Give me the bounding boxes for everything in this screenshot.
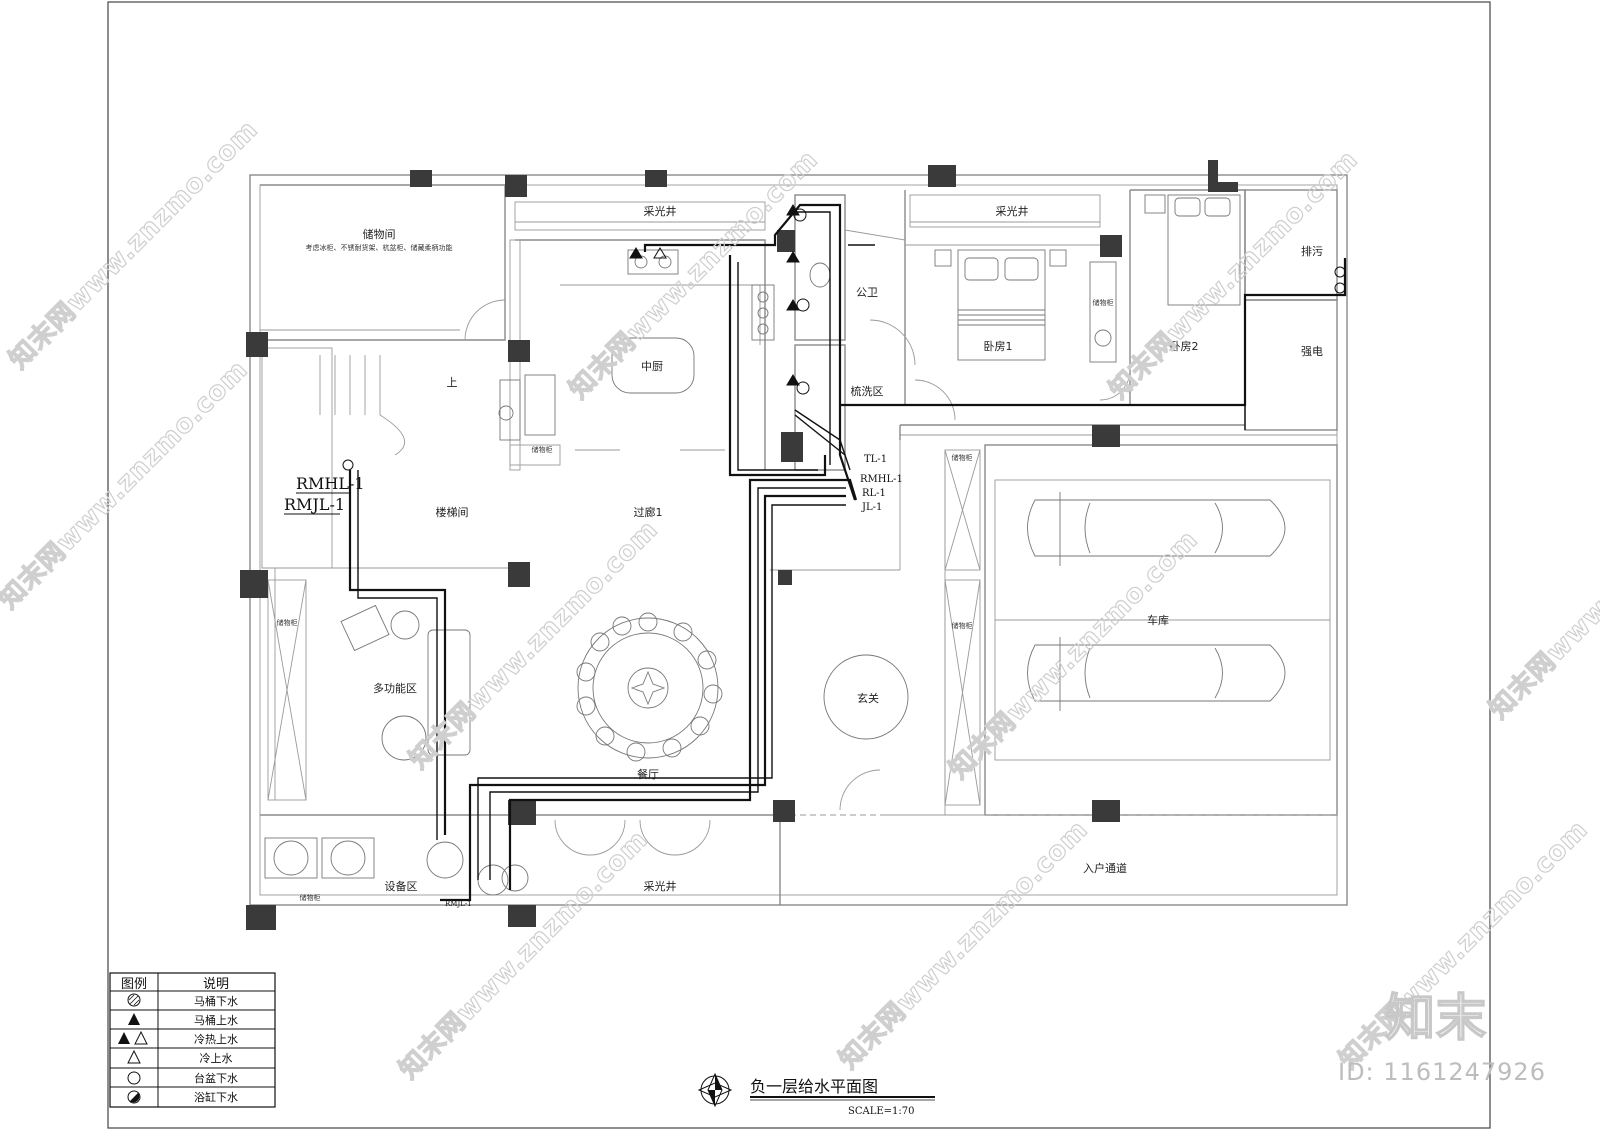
legend-desc-1: 马桶下水 [194, 994, 238, 1008]
room-electric: 强电 [1301, 345, 1323, 358]
room-drain: 排污 [1301, 244, 1323, 258]
open-circle-icon [127, 1071, 141, 1085]
tag-jl: JL-1 [861, 502, 882, 513]
legend-col2-header: 说明 [203, 977, 229, 992]
room-stairs: 楼梯间 [436, 505, 469, 519]
label-cabinet-2: 储物柜 [1093, 298, 1114, 307]
open-triangle-icon [127, 1049, 141, 1064]
tag-rmhl2: RMHL-1 [860, 474, 903, 485]
watermark-text-4: 知末网www.znzmo.com [0, 355, 254, 615]
tag-rmjl: RMJL-1 [284, 495, 345, 514]
watermark-text-8: 知末网www.znzmo.com [394, 825, 654, 1085]
watermark-logo: 知末 [1385, 989, 1487, 1047]
tag-tl: TL-1 [864, 454, 887, 465]
room-storage: 储物间 [363, 227, 396, 241]
label-cabinet-3: 储物柜 [952, 453, 973, 462]
label-cabinet-1: 储物柜 [532, 445, 553, 454]
tag-rmhl: RMHL-1 [296, 474, 365, 493]
watermark-text-5: 知末网www.znzmo.com [404, 515, 664, 775]
room-bedroom1: 卧房1 [984, 340, 1013, 353]
fixture-symbols [342, 204, 1346, 471]
room-entry: 入户通道 [1083, 861, 1127, 875]
tag-rl: RL-1 [862, 488, 886, 499]
room-washing: 梳洗区 [851, 384, 884, 398]
room-kitchen: 中厨 [641, 360, 663, 373]
hatched-circle-icon [127, 993, 141, 1007]
room-toilet: 公卫 [856, 286, 878, 299]
watermarks: 知末网www.znzmo.com 知末网www.znzmo.com 知末网www… [0, 114, 1600, 1086]
watermark-text-6: 知末网www.znzmo.com [944, 525, 1204, 785]
pipe-tags: RMHL-1 RMJL-1 TL-1 RMHL-1 RL-1 JL-1 RMJL… [284, 454, 903, 908]
watermark-id: ID: 1161247926 [1338, 1058, 1546, 1086]
label-cabinet-5: 储物柜 [277, 618, 298, 627]
room-storage-note: 考虑冰柜、不锈耐货架、杭盆柜、储藏柔柄功能 [306, 243, 453, 252]
legend-desc-6: 浴缸下水 [194, 1090, 238, 1104]
filled-and-open-triangle-icon [118, 1030, 148, 1045]
legend-desc-4: 冷上水 [200, 1052, 233, 1065]
room-garage: 车库 [1147, 613, 1169, 627]
north-arrow-icon [697, 1072, 733, 1108]
half-filled-circle-icon [127, 1090, 141, 1104]
room-stairs-up: 上 [447, 376, 458, 389]
watermark-text-1: 知末网www.znzmo.com [4, 115, 264, 375]
legend: 图例 说明 马桶下水 马桶上水 冷热上水 冷上水 台盆下水 浴缸下水 [109, 972, 276, 1108]
room-lightwell-top-left: 采光井 [644, 204, 677, 218]
room-lightwell-bottom: 采光井 [644, 879, 677, 893]
room-multi: 多功能区 [373, 681, 417, 695]
legend-desc-5: 台盆下水 [194, 1071, 238, 1085]
water-pipes [348, 203, 1347, 902]
room-equipment: 设备区 [385, 879, 418, 893]
legend-desc-3: 冷热上水 [194, 1033, 238, 1046]
label-cabinet-4: 储物柜 [952, 621, 973, 630]
label-cabinet-6: 储物柜 [300, 893, 321, 902]
furniture [264, 194, 1286, 896]
drawing-frame [107, 1, 1491, 1129]
legend-desc-2: 马桶上水 [194, 1013, 238, 1027]
room-dining: 餐厅 [637, 767, 659, 781]
watermark-text-7: 知末网www.znzmo.com [1484, 465, 1600, 725]
room-labels: 储物间 考虑冰柜、不锈耐货架、杭盆柜、储藏柔柄功能 采光井 采光井 中厨 公卫 … [277, 204, 1324, 902]
watermark-text-9: 知末网www.znzmo.com [834, 815, 1094, 1075]
tag-bottom: RMJL-1 [445, 900, 472, 908]
walls [249, 174, 1348, 906]
car-top [1027, 492, 1286, 566]
title-block: 负一层给水平面图 SCALE=1:70 [697, 1072, 935, 1117]
drawing-scale: SCALE=1:70 [848, 1106, 915, 1117]
room-lightwell-top-right: 采光井 [996, 204, 1029, 218]
room-foyer: 玄关 [857, 691, 879, 705]
legend-col1-header: 图例 [121, 977, 147, 992]
structural-columns [240, 160, 1238, 930]
room-bedroom2: 卧房2 [1170, 340, 1199, 353]
filled-triangle-icon [128, 1013, 140, 1025]
drawing-title: 负一层给水平面图 [750, 1077, 878, 1096]
room-corridor: 过廊1 [634, 505, 663, 519]
car-bottom [1027, 637, 1286, 711]
